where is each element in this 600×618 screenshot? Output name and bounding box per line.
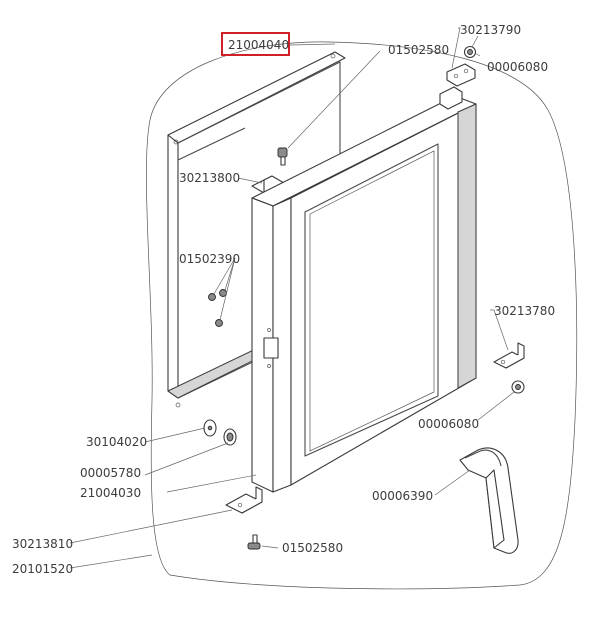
panel-fasteners (208, 289, 227, 327)
part-label-21004030[interactable]: 21004030 (80, 486, 141, 500)
washer (203, 419, 217, 437)
part-label-00005780[interactable]: 00005780 (80, 466, 141, 480)
right-mid-nut (511, 380, 525, 394)
part-label-30213790[interactable]: 30213790 (460, 23, 521, 37)
part-label-30213810[interactable]: 30213810 (12, 537, 73, 551)
door-handle (459, 447, 519, 554)
part-label-00006080-top[interactable]: 00006080 (487, 60, 548, 74)
part-label-00006390[interactable]: 00006390 (372, 489, 433, 503)
top-bracket-left (251, 175, 285, 194)
top-right-hinge (446, 63, 476, 87)
leader-lines (69, 27, 515, 569)
part-label-01502580-bottom[interactable]: 01502580 (282, 541, 343, 555)
frame-corner-bracket (439, 86, 463, 110)
bottom-bracket (225, 486, 263, 514)
part-label-21004040[interactable]: 21004040 (228, 38, 289, 52)
door-frame (251, 95, 477, 493)
back-panel (167, 51, 346, 408)
assembly-outline (146, 41, 578, 590)
top-pin (277, 147, 288, 166)
spacer (223, 428, 237, 446)
right-mid-hinge (493, 342, 525, 369)
part-label-30104020[interactable]: 30104020 (86, 435, 147, 449)
part-label-01502580-top[interactable]: 01502580 (388, 43, 449, 57)
bottom-pin (247, 534, 261, 550)
part-label-01502390[interactable]: 01502390 (179, 252, 240, 266)
top-right-nut (463, 45, 477, 59)
part-label-20101520[interactable]: 20101520 (12, 562, 73, 576)
part-label-30213780[interactable]: 30213780 (494, 304, 555, 318)
part-label-00006080-mid[interactable]: 00006080 (418, 417, 479, 431)
part-label-30213800[interactable]: 30213800 (179, 171, 240, 185)
highlight-box (221, 32, 290, 56)
